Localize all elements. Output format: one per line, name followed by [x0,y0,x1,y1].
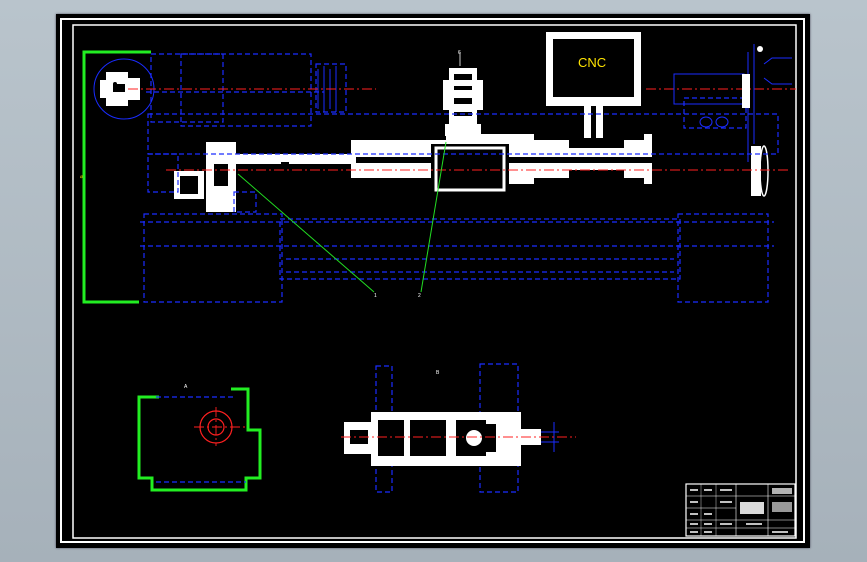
drawing-canvas: ⌀ [60,18,805,543]
left-dimension-outline: ⌀ [80,50,151,304]
svg-text:⌀: ⌀ [80,174,83,180]
spindle-shaft [174,134,769,212]
svg-text:A: A [184,384,188,390]
title-block [685,483,796,537]
upper-hidden-housings [146,53,347,127]
drive-motor: 6 [443,50,483,136]
detail-view-section: A [137,384,262,492]
bottom-shaft-view: B [341,363,576,493]
machine-bed-hidden [140,113,779,303]
leader-lines: 1 2 [237,141,447,299]
svg-text:B: B [436,370,440,376]
svg-text:1: 1 [374,293,377,299]
cnc-label: CNC [578,55,606,70]
cnc-controller: CNC [546,32,641,138]
tailstock [673,44,792,162]
outer-border [60,18,805,543]
inner-border [72,24,797,539]
svg-text:6: 6 [458,50,461,56]
headstock-end-view [93,58,155,120]
drawing-sheet[interactable]: ⌀ [56,14,810,548]
svg-text:2: 2 [418,293,421,299]
